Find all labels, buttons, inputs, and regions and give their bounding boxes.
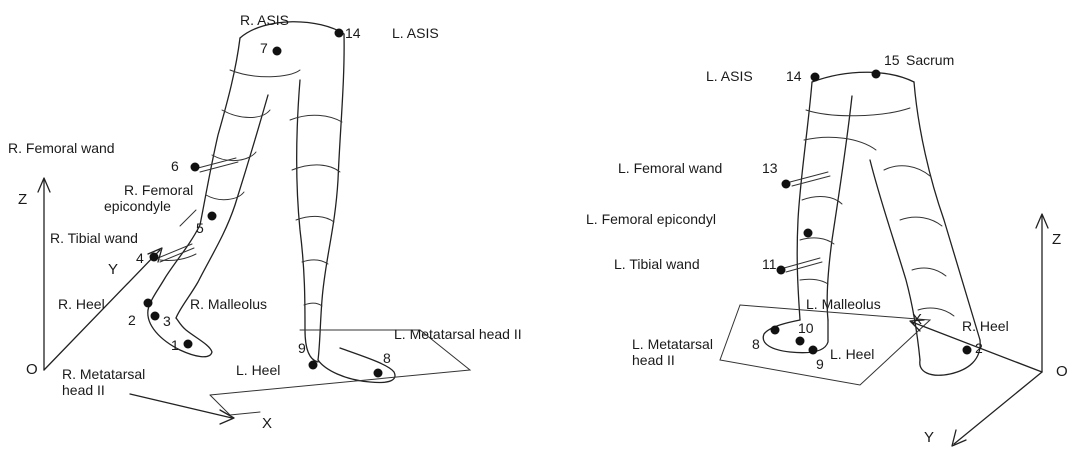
- left-markers: [144, 29, 383, 378]
- label-l-asis-right: L. ASIS: [706, 68, 753, 84]
- label-l-heel-right: L. Heel: [830, 346, 874, 362]
- label-l-tibial-wand: L. Tibial wand: [614, 256, 700, 272]
- right-axis-z: Z: [1052, 232, 1061, 248]
- label-l-malleolus: L. Malleolus: [806, 296, 881, 312]
- label-r-heel: R. Heel: [58, 296, 105, 312]
- marker-number-3: 3: [163, 313, 171, 329]
- label-r-metatarsal-line2: head II: [62, 382, 105, 398]
- marker-number-7: 7: [260, 40, 268, 56]
- label-r-tibial-wand: R. Tibial wand: [50, 230, 138, 246]
- marker-number-14: 14: [345, 25, 361, 41]
- marker-number-6: 6: [171, 158, 179, 174]
- marker-number-2-right: 2: [975, 340, 983, 356]
- label-r-heel-right: R. Heel: [962, 318, 1009, 334]
- label-r-asis: R. ASIS: [240, 12, 289, 28]
- label-r-malleolus: R. Malleolus: [190, 296, 267, 312]
- marker-number-9-right: 9: [816, 356, 824, 372]
- marker-number-15: 15: [884, 52, 900, 68]
- label-r-femoral-wand: R. Femoral wand: [8, 140, 115, 156]
- marker-number-5: 5: [196, 220, 204, 236]
- label-l-metatarsal-line1: L. Metatarsal: [632, 336, 713, 352]
- marker-number-4: 4: [136, 250, 144, 266]
- label-l-asis: L. ASIS: [392, 25, 439, 41]
- label-l-metatarsal-line2: head II: [632, 352, 675, 368]
- marker-number-8: 8: [383, 350, 391, 366]
- marker-number-10: 10: [798, 320, 814, 336]
- marker-number-11: 11: [762, 256, 777, 272]
- left-axis-y: Y: [108, 262, 118, 278]
- label-l-femoral-wand: L. Femoral wand: [618, 160, 722, 176]
- label-l-metatarsal-head: L. Metatarsal head II: [394, 326, 522, 342]
- label-l-femoral-epicondyl: L. Femoral epicondyl: [586, 211, 716, 227]
- label-sacrum: Sacrum: [906, 52, 954, 68]
- left-figure-outline: [148, 22, 470, 415]
- label-l-heel: L. Heel: [236, 362, 280, 378]
- right-axis-x: X: [912, 312, 922, 328]
- left-axis-origin: O: [26, 362, 38, 378]
- marker-number-2: 2: [128, 312, 136, 328]
- label-r-metatarsal-line1: R. Metatarsal: [62, 366, 145, 382]
- marker-number-8-right: 8: [752, 336, 760, 352]
- marker-number-9: 9: [298, 340, 306, 356]
- left-axis-x: X: [262, 416, 272, 432]
- marker-number-13: 13: [762, 160, 778, 176]
- right-axis-y: Y: [924, 430, 934, 446]
- label-r-femoral-epicondyle-line2: epicondyle: [104, 198, 171, 214]
- left-axis-z: Z: [18, 192, 27, 208]
- label-r-femoral-epicondyle-line1: R. Femoral: [124, 182, 193, 198]
- marker-number-14-right: 14: [786, 68, 802, 84]
- marker-number-1: 1: [171, 337, 179, 353]
- right-axis-origin: O: [1056, 364, 1068, 380]
